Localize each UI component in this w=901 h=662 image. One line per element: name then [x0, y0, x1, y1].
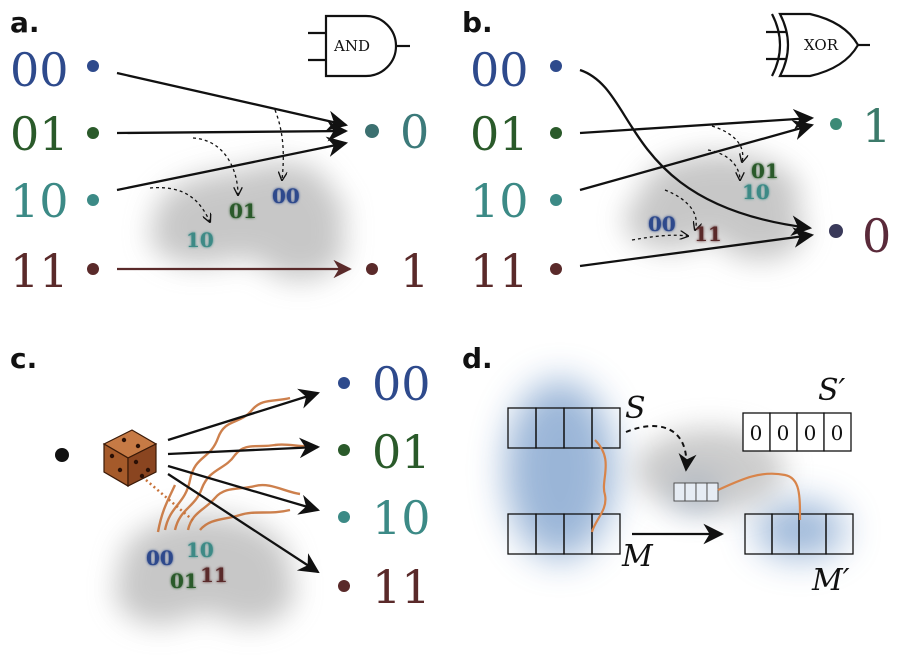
panel-d-label: d. — [462, 342, 493, 375]
panel-c-label: c. — [10, 342, 37, 375]
a-dot-11 — [87, 263, 99, 275]
c-cloud-11: 11 — [200, 563, 228, 587]
a-dash-00 — [274, 109, 283, 180]
s-prime-cell-2: 0 — [777, 421, 790, 445]
c-cloud-10: 10 — [186, 538, 214, 562]
a-dot-00 — [87, 60, 99, 72]
c-dot-01 — [338, 444, 350, 456]
die-icon — [102, 429, 158, 488]
b-dash-11 — [631, 235, 688, 241]
d-label-s: S — [625, 391, 646, 426]
c-arrow-00 — [167, 388, 320, 442]
b-output-0: 0 — [862, 209, 891, 263]
a-arrow-01 — [116, 120, 349, 142]
c-wavy-paths — [156, 396, 316, 533]
and-gate-icon: AND — [308, 14, 410, 78]
m-prime-register — [744, 513, 854, 555]
a-output-1: 1 — [400, 244, 429, 298]
c-dot-11 — [338, 580, 350, 592]
a-dash-10 — [149, 187, 210, 222]
panel-c-cloud — [115, 515, 295, 625]
c-output-01: 01 — [372, 425, 431, 479]
a-input-10: 10 — [10, 174, 69, 228]
s-prime-register: 0 0 0 0 — [742, 412, 852, 452]
panel-b: b. XOR 00 01 10 11 1 0 — [462, 6, 891, 298]
s-prime-cell-3: 0 — [804, 421, 817, 445]
c-arrow-01 — [167, 437, 321, 459]
b-arrow-11 — [579, 227, 815, 268]
c-start-dot — [55, 448, 69, 462]
c-dotted-trail — [145, 479, 196, 523]
b-input-01: 01 — [470, 107, 529, 161]
xor-gate-label: XOR — [804, 36, 839, 54]
b-dash-10 — [707, 149, 740, 180]
b-input-00: 00 — [470, 43, 529, 97]
b-input-10: 10 — [470, 174, 529, 228]
a-out-dot-1 — [366, 263, 378, 275]
b-arrow-01 — [579, 108, 815, 135]
a-input-01: 01 — [10, 107, 69, 161]
m-register — [507, 513, 621, 555]
d-corr-sm — [590, 439, 607, 533]
b-cloud-00: 00 — [648, 212, 676, 236]
a-arrow-00 — [116, 71, 349, 131]
b-input-11: 11 — [470, 244, 529, 298]
panel-c: c. — [10, 342, 431, 625]
d-label-m: M — [621, 539, 654, 574]
b-dot-00 — [550, 60, 562, 72]
and-gate-label: AND — [333, 37, 370, 55]
panel-a: a. AND 00 01 10 11 — [10, 6, 429, 298]
s-prime-cell-4: 0 — [831, 421, 844, 445]
s-register — [507, 407, 621, 449]
d-label-m-prime: M′ — [811, 563, 850, 598]
a-dot-10 — [87, 194, 99, 206]
a-cloud-01: 01 — [229, 199, 257, 223]
panel-a-label: a. — [10, 6, 40, 39]
a-cloud-00: 00 — [272, 184, 300, 208]
d-dash-arrow — [625, 425, 697, 472]
b-dot-11 — [550, 263, 562, 275]
c-dot-00 — [338, 377, 350, 389]
b-cloud-11: 11 — [694, 222, 722, 246]
b-cloud-10: 10 — [742, 180, 770, 204]
d-corr-small-mprime — [717, 472, 802, 521]
a-dot-01 — [87, 127, 99, 139]
c-dot-10 — [338, 511, 350, 523]
xor-gate-icon: XOR — [766, 12, 870, 78]
b-arrow-10 — [579, 120, 814, 192]
panel-d: d. — [462, 342, 854, 598]
b-dot-01 — [550, 127, 562, 139]
c-output-11: 11 — [372, 560, 431, 614]
b-dash-00 — [664, 189, 696, 230]
c-cloud-01: 01 — [170, 569, 198, 593]
c-output-10: 10 — [372, 491, 431, 545]
a-cloud-10: 10 — [186, 228, 214, 252]
a-out-dot-0 — [365, 124, 379, 138]
panel-b-cloud — [625, 153, 805, 260]
b-cloud-01: 01 — [751, 159, 779, 183]
a-input-00: 00 — [10, 43, 69, 97]
panel-a-cloud — [150, 162, 345, 280]
d-label-s-prime: S′ — [818, 373, 846, 408]
b-out-dot-1 — [830, 118, 842, 130]
c-arrow-10 — [167, 464, 320, 515]
a-dash-01 — [192, 137, 238, 195]
b-out-dot-0 — [829, 224, 843, 238]
d-blue-glow — [505, 380, 845, 560]
a-output-0: 0 — [400, 105, 429, 159]
panel-b-label: b. — [462, 6, 493, 39]
c-cloud-00: 00 — [146, 546, 174, 570]
small-register — [673, 482, 719, 502]
b-dash-01 — [711, 125, 743, 162]
a-input-11: 11 — [10, 244, 69, 298]
s-prime-cell-1: 0 — [750, 421, 763, 445]
b-output-1: 1 — [862, 99, 891, 153]
b-arrow-00 — [579, 68, 813, 237]
b-dot-10 — [550, 194, 562, 206]
c-output-00: 00 — [372, 357, 431, 411]
c-arrow-11 — [167, 473, 320, 574]
